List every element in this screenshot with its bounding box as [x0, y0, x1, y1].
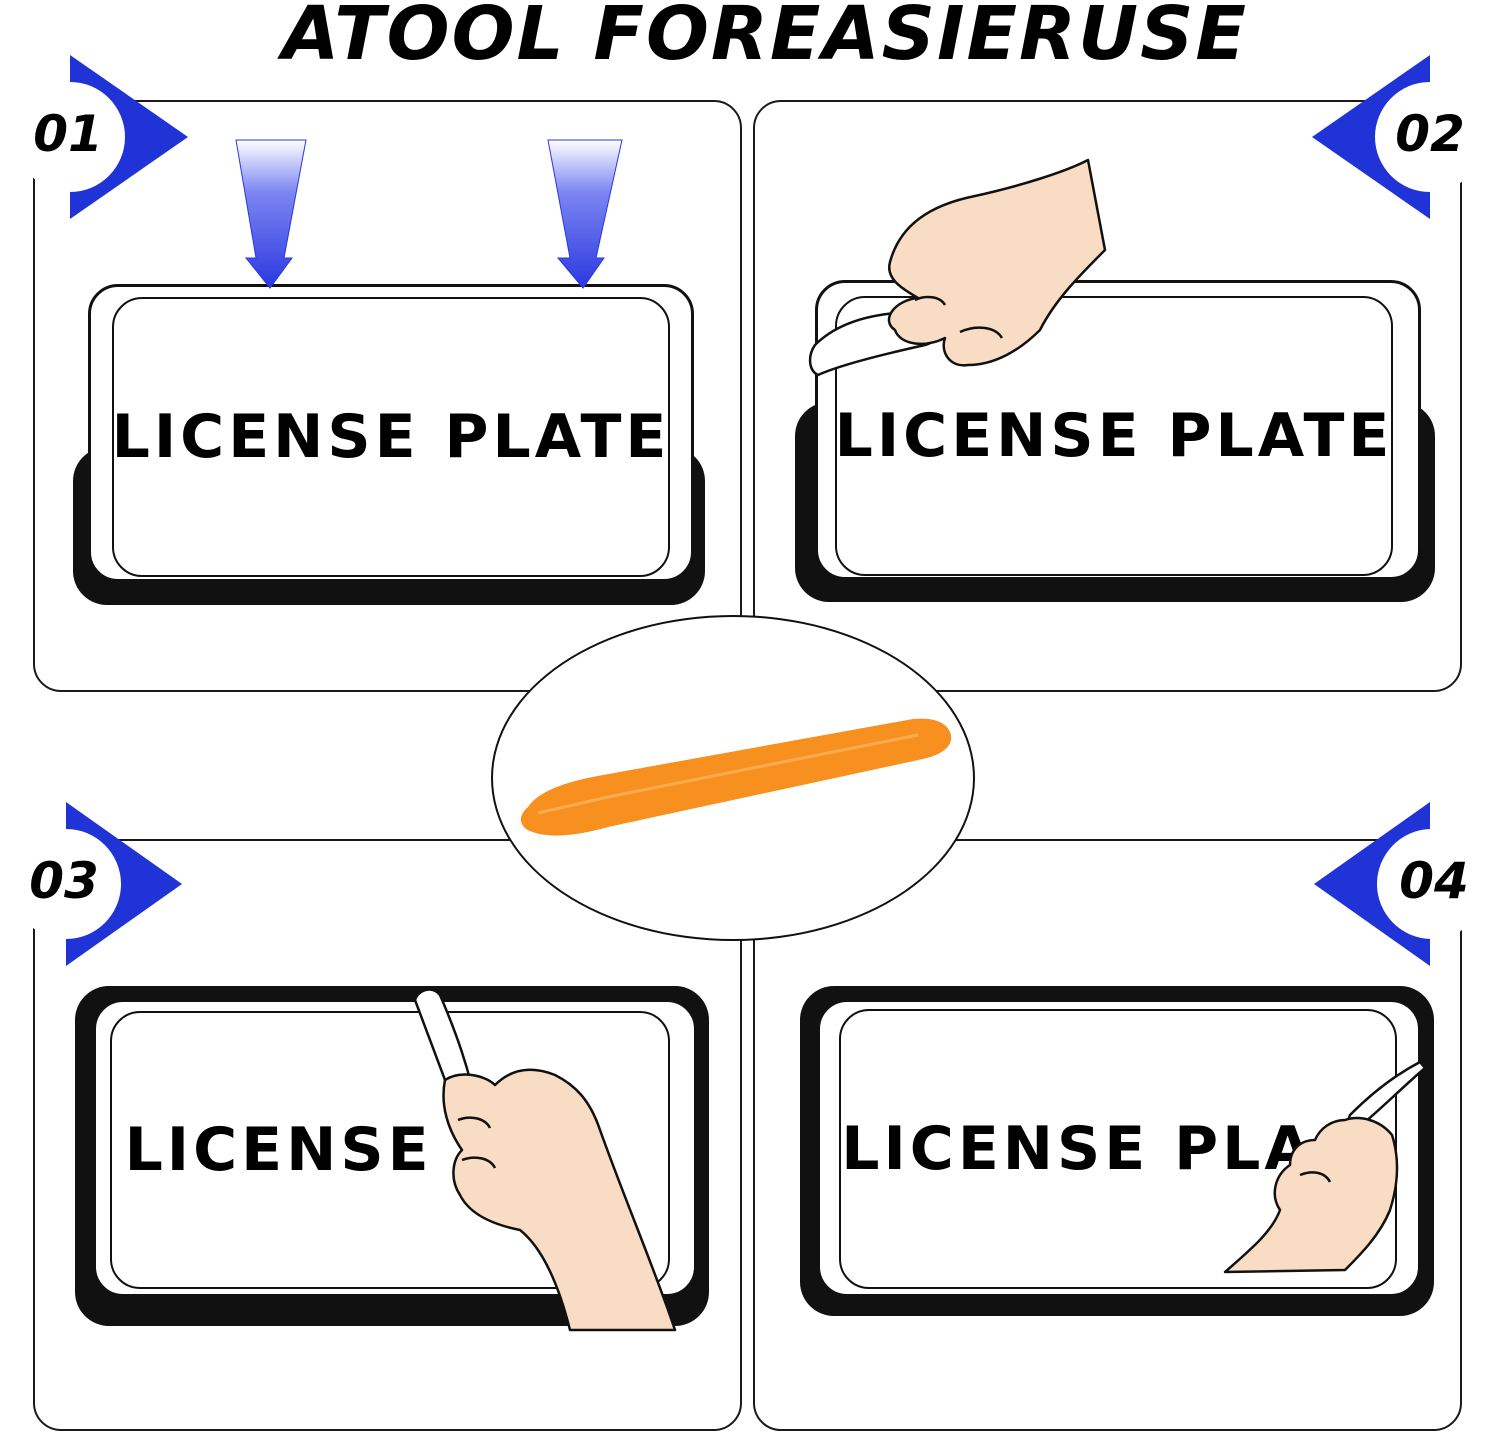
plate-text: LICENSE PLA: [841, 1114, 1315, 1184]
license-plate: LICENSE PLA: [839, 1009, 1397, 1289]
page-title: ATOOL FOREASIERUSE: [282, 0, 1248, 77]
plate-text: LICENSE PLATE: [834, 401, 1394, 471]
pry-tool-icon: [520, 718, 952, 836]
plate-text: LICENSE PLATE: [111, 402, 671, 472]
step-number: 04: [1399, 852, 1469, 910]
license-plate: LICENSE PLATE: [835, 296, 1393, 576]
license-plate: LICENSE P: [110, 1011, 670, 1289]
step-number: 02: [1395, 105, 1465, 163]
license-plate: LICENSE PLATE: [112, 297, 670, 577]
step-number: 03: [29, 852, 99, 910]
step-number: 01: [33, 105, 103, 163]
step-panel-2: LICENSE PLATE: [753, 100, 1462, 692]
plate-text: LICENSE P: [124, 1115, 506, 1185]
step-panel-1: LICENSE PLATE: [33, 100, 742, 692]
tool-showcase: [491, 615, 975, 941]
